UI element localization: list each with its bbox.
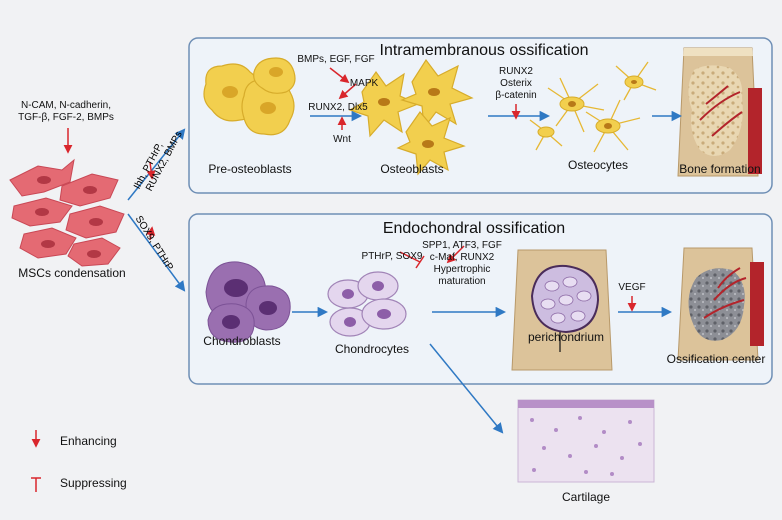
chondrocyte-cells (327, 271, 407, 337)
intramembranous-title: Intramembranous ossification (379, 42, 589, 59)
cartilage-label: Cartilage (561, 490, 611, 504)
pthrp-sox9-label: PTHrP, SOX9 (361, 251, 423, 262)
endochondral-factors-line-1: SPP1, ATF3, FGF (422, 240, 502, 251)
osteocyte-factor-runx2: RUNX2 (499, 66, 533, 77)
osteoblast-cells (348, 58, 474, 176)
ossification-center-label: Ossification center (666, 352, 766, 366)
enhancing-arrows (31, 67, 637, 448)
legend-suppressing-label: Suppressing (60, 476, 127, 490)
osteocytes-label: Osteocytes (567, 158, 629, 172)
hypertrophic-label: Hypertrophic (433, 264, 491, 275)
maturation-label: maturation (438, 276, 486, 287)
pre-osteoblasts-label: Pre-osteoblasts (208, 162, 292, 176)
osteoblasts-label: Osteoblasts (380, 162, 444, 176)
msc-signal-line-1: N-CAM, N-cadherin, (20, 100, 112, 111)
msc-signal-line-2: TGF-β, FGF-2, BMPs (18, 112, 114, 123)
vegf-label: VEGF (618, 282, 646, 293)
cartilage-tissue-image (517, 399, 655, 483)
runx2-dlx5-label: RUNX2, Dlx5 (308, 102, 368, 113)
osteocyte-factor-beta-catenin: β-catenin (495, 90, 537, 101)
flow-arrows (127, 110, 683, 434)
chondrocytes-label: Chondrocytes (334, 342, 410, 356)
endochondral-panel (188, 213, 773, 385)
perichondrium-label: perichondrium (527, 330, 605, 344)
hypertrophic-cartilage-image (511, 249, 613, 371)
chondroblast-cells (205, 261, 291, 343)
intramembranous-panel (188, 37, 773, 194)
endochondral-factors-line-2: c-Maf, RUNX2 (429, 252, 495, 263)
suppressing-arrows (31, 251, 425, 492)
mapk-label: MAPK (349, 78, 379, 89)
chondroblasts-label: Chondroblasts (203, 334, 281, 348)
bone-formation-image (677, 47, 762, 177)
bone-formation-label: Bone formation (679, 162, 761, 176)
bmp-egf-fgf-label: BMPs, EGF, FGF (297, 54, 375, 65)
osteocyte-factor-osterix: Osterix (500, 78, 532, 89)
legend-enhancing-label: Enhancing (60, 434, 117, 448)
msc-condensation-label: MSCs condensation (18, 266, 126, 280)
wnt-label: Wnt (333, 134, 351, 145)
endochondral-title: Endochondral ossification (382, 220, 566, 237)
osteocyte-cells (529, 61, 657, 153)
msc-cells (9, 158, 125, 267)
ossification-center-image (677, 247, 764, 361)
pre-osteoblast-cells (203, 57, 296, 136)
